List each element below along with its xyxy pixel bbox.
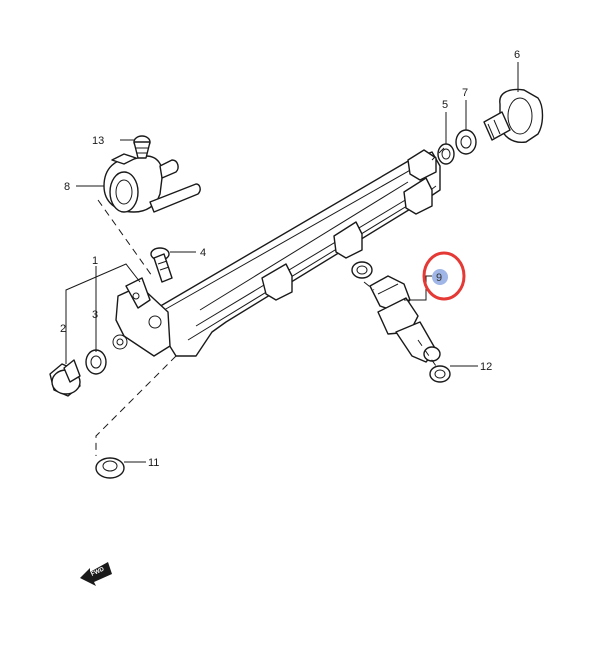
- washer-3[interactable]: [85, 349, 107, 375]
- callout-9: 9: [436, 272, 442, 284]
- bolt-13[interactable]: [133, 135, 151, 159]
- fwd-arrow-icon: FWD: [80, 562, 112, 586]
- washer-7[interactable]: [455, 129, 477, 155]
- callout-12: 12: [480, 361, 492, 373]
- fwd-label: FWD: [90, 566, 106, 577]
- callout-1: 1: [92, 255, 98, 267]
- callout-7: 7: [462, 87, 468, 99]
- leader-lines: [65, 62, 519, 463]
- callout-5: 5: [442, 99, 448, 111]
- assembly-lines: [95, 147, 445, 456]
- bolt-4[interactable]: [150, 247, 173, 283]
- union-bolt-6[interactable]: [483, 88, 544, 143]
- callout-9-badge: [432, 269, 448, 285]
- callout-3: 3: [92, 309, 98, 321]
- callout-11: 11: [148, 457, 159, 469]
- union-bolt-2[interactable]: [49, 359, 81, 397]
- callout-13: 13: [92, 135, 104, 147]
- fuel-rail[interactable]: [112, 149, 441, 357]
- insulator-11[interactable]: [95, 457, 125, 479]
- highlighted-callout-9[interactable]: 9: [422, 251, 466, 301]
- callout-8: 8: [64, 181, 70, 193]
- callout-4: 4: [200, 247, 206, 259]
- highlight-ring: [422, 251, 466, 301]
- washer-5[interactable]: [437, 143, 455, 165]
- pressure-regulator[interactable]: [103, 153, 201, 213]
- callout-6: 6: [514, 49, 520, 61]
- fuel-injector-9[interactable]: [351, 261, 441, 363]
- callout-2: 2: [60, 323, 66, 335]
- o-ring-12[interactable]: [429, 365, 451, 383]
- callout-labels: 1 2 3 4 5 6 7 8 11 12 13: [60, 49, 520, 469]
